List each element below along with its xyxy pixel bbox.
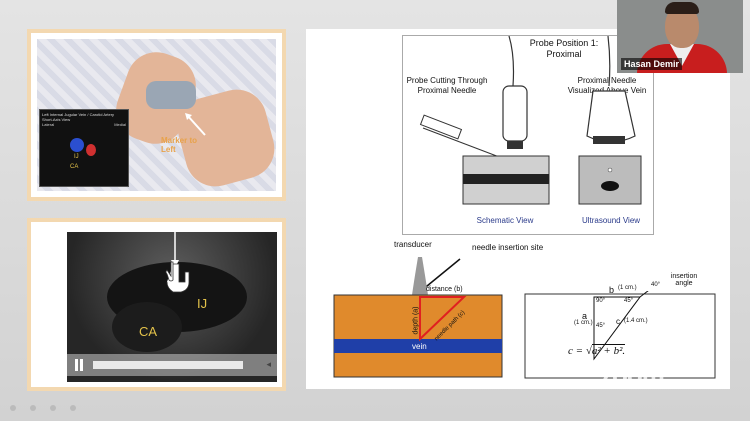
ultrasound-video-panel: IJ CA ◂ bbox=[27, 218, 286, 391]
a-label: a bbox=[582, 311, 588, 321]
diagram-title-line2: Proximal bbox=[546, 49, 582, 59]
a-value: (1 cm.) bbox=[574, 320, 593, 326]
c-value: (1.4 cm.) bbox=[624, 318, 648, 324]
volume-icon[interactable]: ◂ bbox=[266, 359, 271, 369]
zoom-watermark: zoom bbox=[600, 360, 665, 390]
distance-label: distance (b) bbox=[426, 286, 463, 293]
ij-label: IJ bbox=[197, 296, 208, 311]
diagram-title-line1: Probe Position 1: bbox=[529, 38, 599, 48]
participant-name: Hasan Demir bbox=[621, 58, 683, 70]
procedure-photo-panel: Left Internal Jugular Vein / Carotid Art… bbox=[27, 29, 286, 201]
toolbar-dot[interactable] bbox=[50, 405, 56, 411]
inset-lateral-label: Lateral bbox=[42, 122, 55, 127]
inset-ultrasound-image: Left Internal Jugular Vein / Carotid Art… bbox=[39, 109, 129, 187]
marker-to-left-text: Marker to Left bbox=[161, 136, 198, 154]
video-progress-bar[interactable] bbox=[93, 361, 243, 369]
angle-45a-label: 45° bbox=[624, 298, 634, 304]
inset-ca-label: CA bbox=[70, 164, 79, 170]
toolbar-dot[interactable] bbox=[30, 405, 36, 411]
depth-label: depth (a) bbox=[412, 306, 420, 335]
hand-pointer-icon bbox=[165, 232, 190, 293]
depth-diagram bbox=[333, 257, 503, 378]
inset-ij-label: IJ bbox=[74, 154, 79, 160]
angle-90-label: 90° bbox=[596, 298, 606, 304]
toolbar-dot[interactable] bbox=[10, 405, 16, 411]
insertion-angle-label: insertion angle bbox=[670, 273, 698, 287]
participant-hair bbox=[665, 2, 699, 14]
transducer-label: transducer bbox=[394, 240, 432, 249]
probe-position-diagram: Probe Position 1: Proximal Probe Cutting… bbox=[402, 35, 654, 235]
ca-label: CA bbox=[139, 324, 158, 339]
angle-40-label: 40° bbox=[651, 282, 661, 288]
diagram-panel: Probe Position 1: Proximal Probe Cutting… bbox=[306, 29, 730, 389]
left-caption: Probe Cutting Through Proximal Needle bbox=[406, 76, 488, 95]
c-label: c bbox=[616, 317, 620, 326]
formula-rhs: a² + b². bbox=[591, 344, 626, 357]
formula-lhs: c = bbox=[568, 345, 584, 357]
b-label: b bbox=[609, 285, 615, 295]
vein-doppler-dot bbox=[70, 138, 84, 152]
video-controls-bar: ◂ bbox=[67, 354, 277, 376]
ultrasound-video-frame: IJ CA ◂ bbox=[67, 232, 277, 382]
ultrasound-view-label: Ultrasound View bbox=[581, 216, 641, 225]
vein-label: vein bbox=[412, 342, 427, 351]
inset-medial-label: Medial bbox=[114, 122, 126, 127]
inset-title: Left Internal Jugular Vein / Carotid Art… bbox=[42, 112, 115, 122]
formula: c = √a² + b². bbox=[568, 344, 626, 357]
slide-toolbar bbox=[0, 401, 300, 415]
toolbar-dot[interactable] bbox=[70, 405, 76, 411]
b-value: (1 cm.) bbox=[618, 285, 637, 291]
angle-45b-label: 45° bbox=[596, 323, 606, 329]
artery-doppler-dot bbox=[86, 144, 96, 156]
marker-arrow bbox=[185, 113, 206, 136]
participant-video[interactable]: Hasan Demir bbox=[617, 0, 743, 73]
triangle-diagram bbox=[524, 291, 716, 379]
ultrasound-probe bbox=[146, 81, 196, 109]
carotid-artery-shape bbox=[112, 302, 182, 352]
pause-icon[interactable] bbox=[73, 359, 85, 371]
schematic-view-label: Schematic View bbox=[476, 216, 534, 225]
probe-illustration bbox=[419, 36, 642, 205]
needle-insertion-site-label: needle insertion site bbox=[472, 243, 544, 252]
